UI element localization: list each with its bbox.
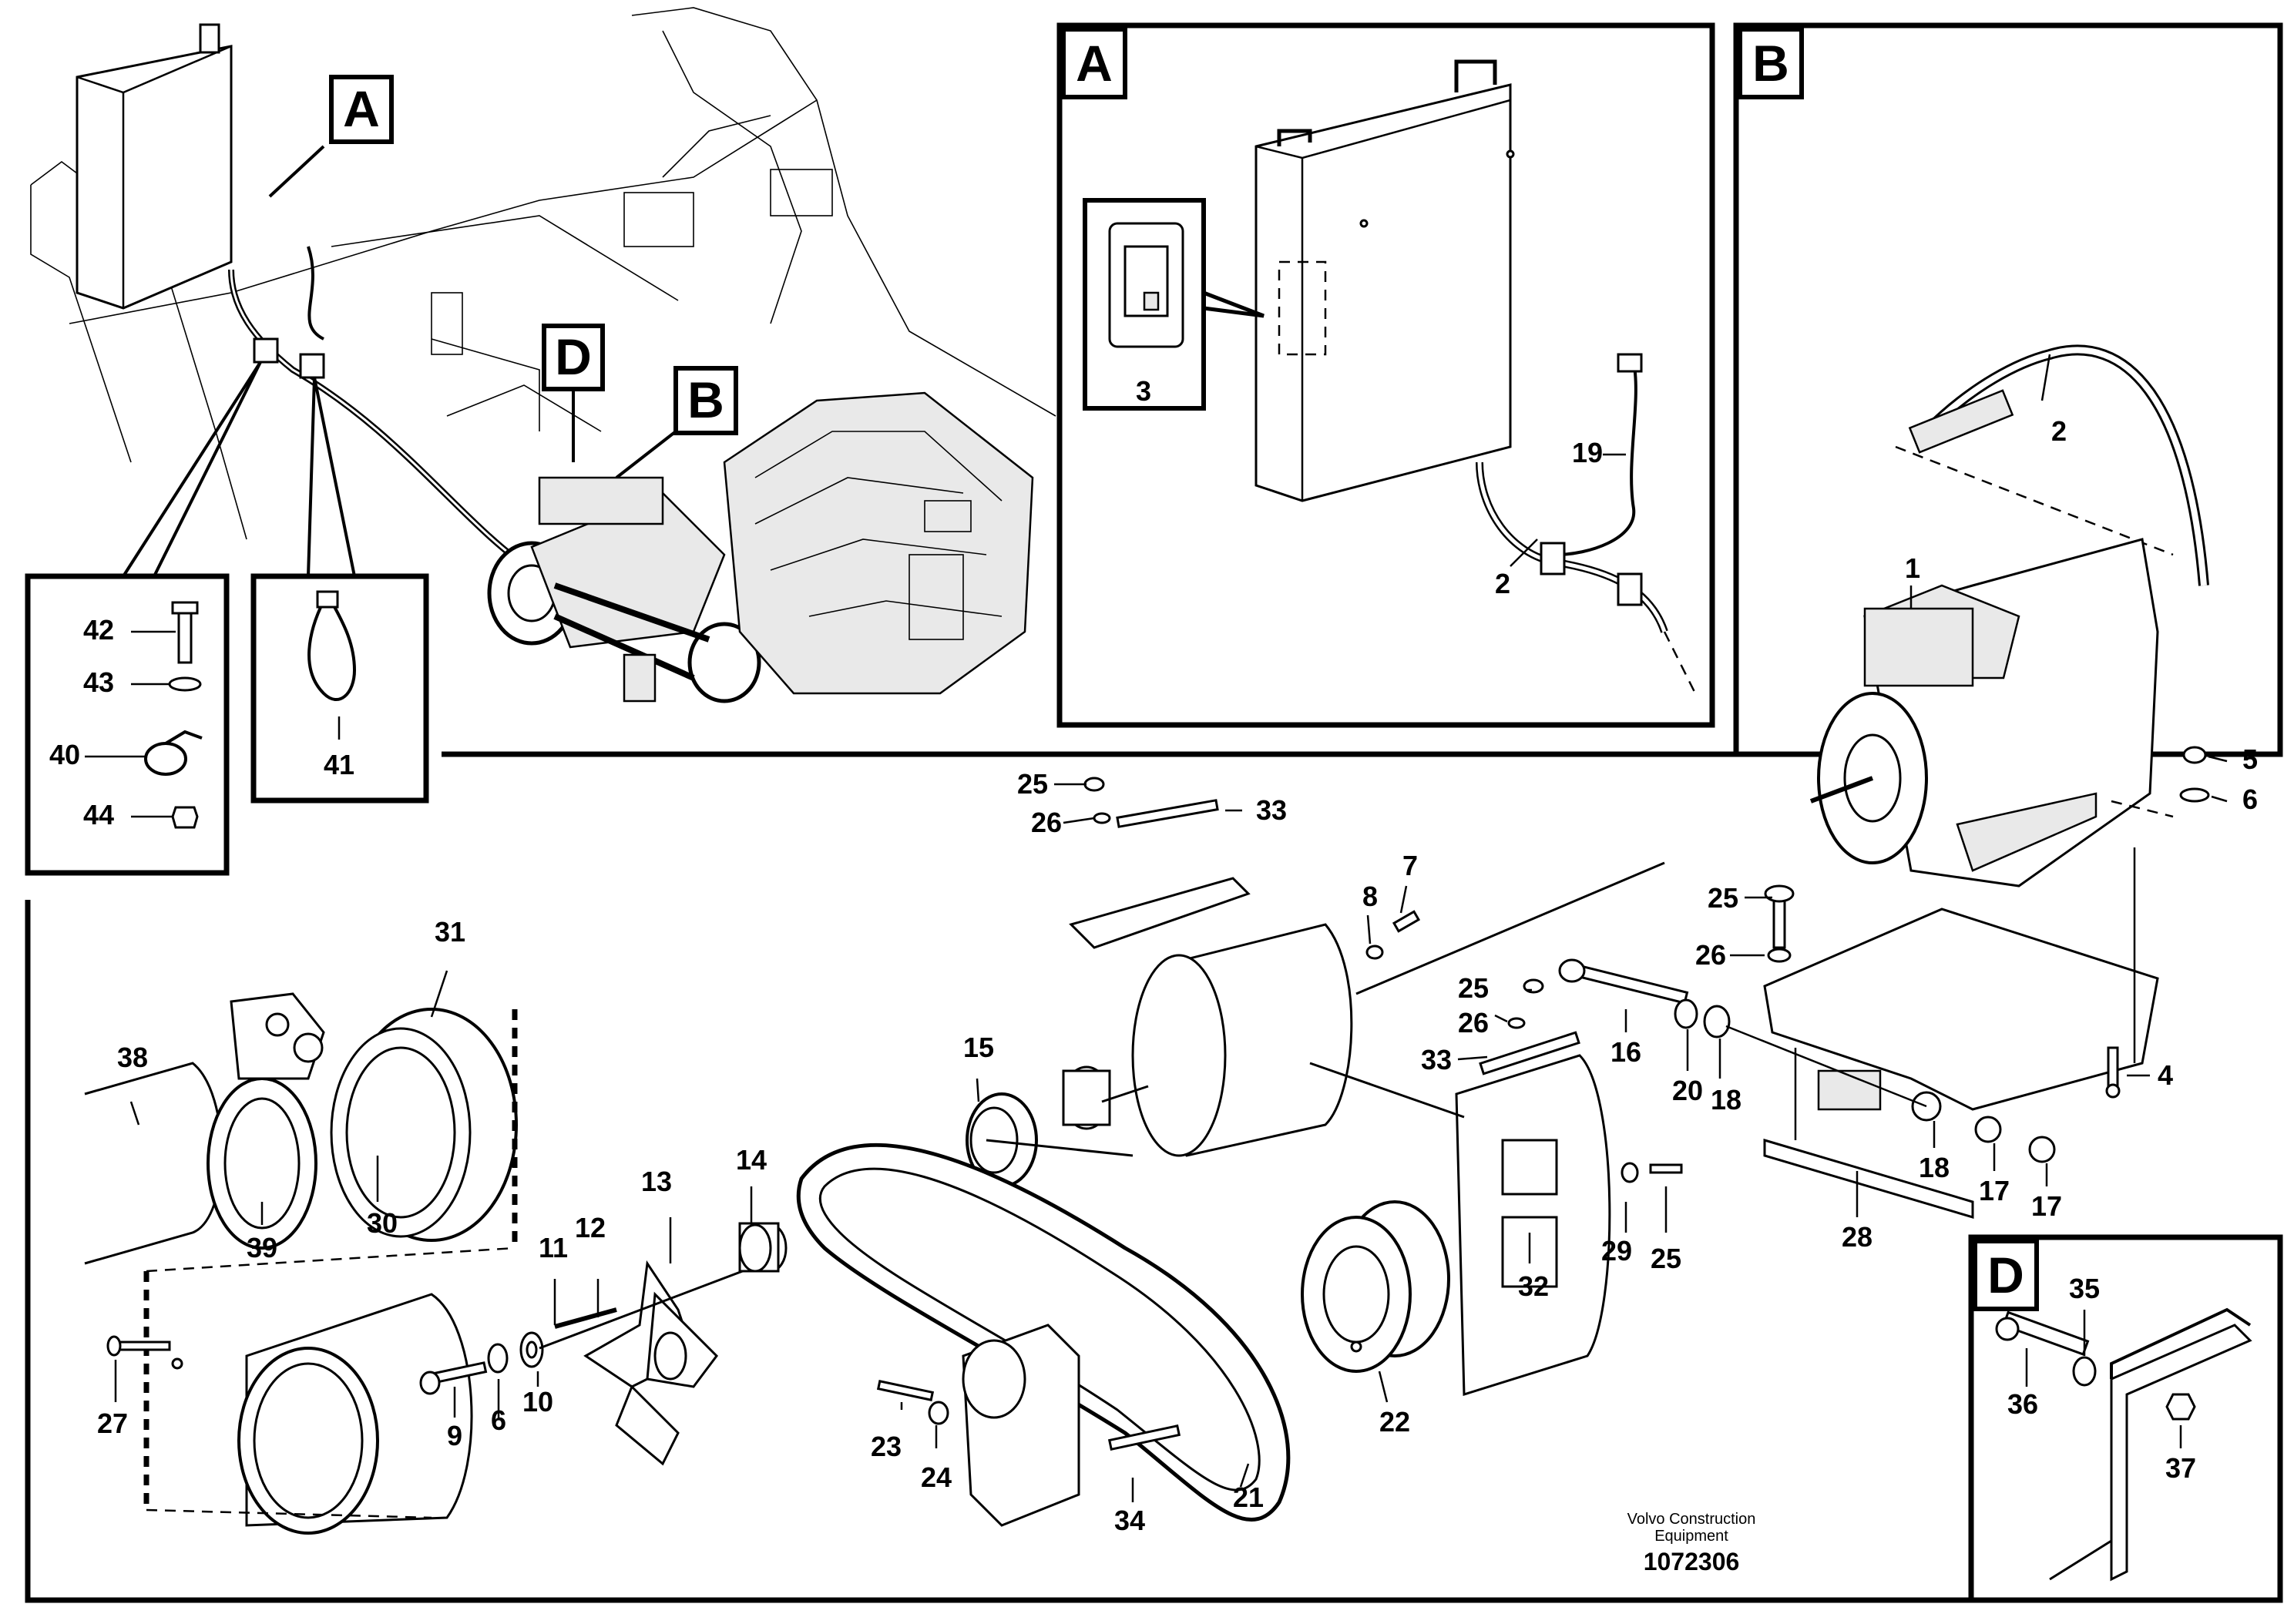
inset-box-a <box>1056 22 1715 728</box>
company-name-line2: Equipment <box>1654 1528 1728 1545</box>
part-label-36: 36 <box>2007 1388 2038 1420</box>
part-label-41: 41 <box>324 749 354 780</box>
part-label-38: 38 <box>117 1042 148 1073</box>
leader-lines <box>114 783 2150 1502</box>
part-label-25-b: 25 <box>1458 972 1489 1004</box>
part-label-21: 21 <box>1233 1481 1264 1513</box>
part-label-12: 12 <box>575 1212 606 1243</box>
part-label-35: 35 <box>2069 1273 2100 1304</box>
part-labels: 25 26 33 8 7 25 26 33 25 26 16 20 18 18 … <box>97 768 2173 1536</box>
part-label-29: 29 <box>1601 1235 1632 1267</box>
part-label-17-b: 17 <box>2031 1190 2062 1222</box>
part-label-28: 28 <box>1842 1221 1872 1253</box>
inset-box-d <box>1968 1234 2283 1603</box>
part-label-44: 44 <box>83 799 114 830</box>
inset-label-a: A <box>1076 35 1113 92</box>
part-label-2-inset-b: 2 <box>2051 415 2067 447</box>
company-name-line1: Volvo Construction <box>1627 1511 1756 1528</box>
detail-box-clamp <box>25 573 230 876</box>
part-label-30: 30 <box>367 1207 398 1239</box>
overview-callout-b: B <box>687 371 724 428</box>
part-label-6-inset-b: 6 <box>2242 783 2258 815</box>
part-label-18-a: 18 <box>1711 1084 1741 1116</box>
part-label-32: 32 <box>1518 1270 1549 1302</box>
part-label-27: 27 <box>97 1408 128 1439</box>
part-label-20: 20 <box>1672 1075 1703 1106</box>
part-label-15: 15 <box>963 1032 994 1063</box>
part-label-23: 23 <box>871 1431 902 1462</box>
part-label-10: 10 <box>522 1386 553 1418</box>
inset-label-b: B <box>1752 35 1789 92</box>
inset-label-d: D <box>1987 1247 2024 1304</box>
part-label-17-a: 17 <box>1979 1175 2010 1206</box>
part-label-11: 11 <box>539 1232 568 1263</box>
part-label-26-b: 26 <box>1458 1007 1489 1038</box>
part-label-3: 3 <box>1136 375 1151 407</box>
drawing-number: 1072306 <box>1644 1548 1740 1575</box>
overview-callout-a: A <box>343 80 380 137</box>
part-label-26-a: 26 <box>1031 807 1062 838</box>
detail-tie-parts: 41 <box>307 590 357 780</box>
part-label-16: 16 <box>1611 1036 1641 1068</box>
overview-machine-drawing <box>30 7 1056 703</box>
part-label-40: 40 <box>49 739 80 770</box>
detail-clamp-parts: 42 43 40 44 <box>49 601 203 830</box>
detail-box-tie <box>250 573 429 804</box>
part-label-24: 24 <box>921 1461 952 1493</box>
part-label-25-c: 25 <box>1708 882 1738 914</box>
inset-b-drawing: 2 1 5 6 <box>1809 344 2258 887</box>
part-label-33-b: 33 <box>1421 1044 1452 1075</box>
part-label-42: 42 <box>83 614 114 646</box>
part-label-5: 5 <box>2242 743 2258 775</box>
part-label-19: 19 <box>1572 437 1603 468</box>
part-label-31: 31 <box>435 916 465 948</box>
part-label-37: 37 <box>2165 1452 2196 1484</box>
part-label-25-d: 25 <box>1651 1243 1681 1274</box>
part-label-9: 9 <box>447 1420 462 1451</box>
part-label-18-b: 18 <box>1919 1152 1950 1183</box>
inset-d-drawing: 35 36 37 <box>1995 1273 2252 1582</box>
part-label-14: 14 <box>736 1144 767 1176</box>
part-label-26-c: 26 <box>1695 939 1726 971</box>
footer-block: Volvo Construction Equipment 1072306 <box>1627 1511 1756 1575</box>
part-label-13: 13 <box>641 1166 672 1197</box>
part-label-33-a: 33 <box>1256 794 1287 826</box>
part-label-2-inset-a: 2 <box>1495 568 1510 599</box>
part-label-6-a: 6 <box>491 1404 506 1436</box>
part-label-43: 43 <box>83 666 114 698</box>
overview-callout-d: D <box>555 328 592 385</box>
letter-tags: A B D A D B <box>268 27 2039 1311</box>
inset-a-drawing: 3 2 19 <box>1083 59 1697 694</box>
part-label-25-a: 25 <box>1017 768 1048 800</box>
part-label-8: 8 <box>1362 881 1378 912</box>
part-label-39: 39 <box>247 1232 277 1263</box>
exploded-view-drawing <box>84 777 2159 1535</box>
part-label-4: 4 <box>2158 1059 2173 1091</box>
part-label-7: 7 <box>1402 850 1418 881</box>
part-label-1: 1 <box>1905 552 1920 584</box>
part-label-34: 34 <box>1114 1505 1145 1536</box>
part-label-22: 22 <box>1379 1406 1410 1438</box>
